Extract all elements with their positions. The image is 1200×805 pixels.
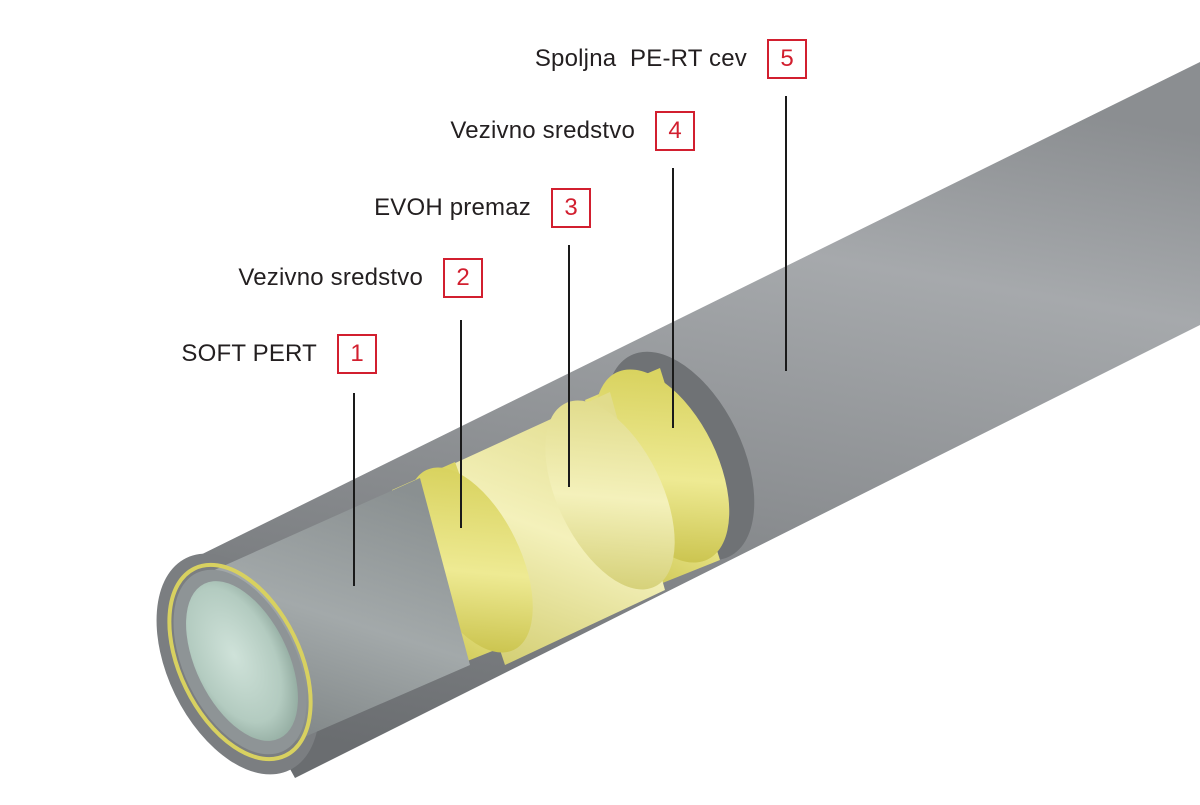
layer-label-3: EVOH premaz 3 (374, 186, 591, 230)
pipe-bore (186, 581, 298, 741)
layer-name-2: Vezivno sredstvo (238, 264, 423, 291)
layer-3-edge (545, 400, 675, 590)
layer-name-4: Vezivno sredstvo (450, 117, 635, 144)
layer-number-badge-2: 2 (443, 258, 483, 298)
layer-2-edge (407, 467, 533, 653)
layer-number-badge-5: 5 (767, 39, 807, 79)
layer-name-1: SOFT PERT (181, 340, 317, 367)
layer-label-4: Vezivno sredstvo 4 (450, 109, 695, 153)
layer-label-5: Spoljna PE-RT cev 5 (535, 37, 807, 81)
layer-number-badge-4: 4 (655, 111, 695, 151)
layer-name-3: EVOH premaz (374, 194, 531, 221)
layer-name-5: Spoljna PE-RT cev (534, 45, 747, 72)
end-yellow-ring (167, 562, 313, 762)
layer-number-badge-3: 3 (551, 188, 591, 228)
layer-label-2: Vezivno sredstvo 2 (238, 256, 483, 300)
layer-number-badge-1: 1 (337, 334, 377, 374)
layer-label-1: SOFT PERT 1 (181, 332, 377, 376)
